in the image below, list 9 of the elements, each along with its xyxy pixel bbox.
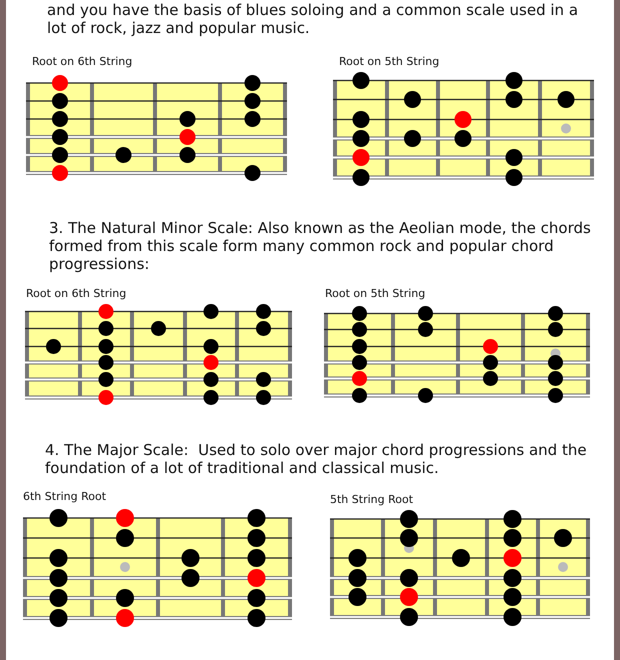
diagram-caption: Root on 6th String <box>32 55 132 68</box>
diagram-caption: Root on 6th String <box>26 287 126 300</box>
diagram-caption: Root on 5th String <box>325 287 426 300</box>
diagram-caption: 6th String Root <box>23 490 106 503</box>
paragraph-text: 4. The Major Scale: Used to solo over major chord progressions and the foundation of a lot of traditional and classical music. <box>45 441 588 477</box>
paragraph-text: and you have the basis of blues soloing and a common scale used in a lot of rock, jazz and popular music. <box>47 1 580 37</box>
diagram-caption: 5th String Root <box>330 493 414 506</box>
diagram-caption: Root on 5th String <box>339 55 440 68</box>
paragraph-text: 3. The Natural Minor Scale: Also known as the Aeolian mode, the chords formed from this scale form many common rock and popular chord progressions: <box>49 219 592 273</box>
